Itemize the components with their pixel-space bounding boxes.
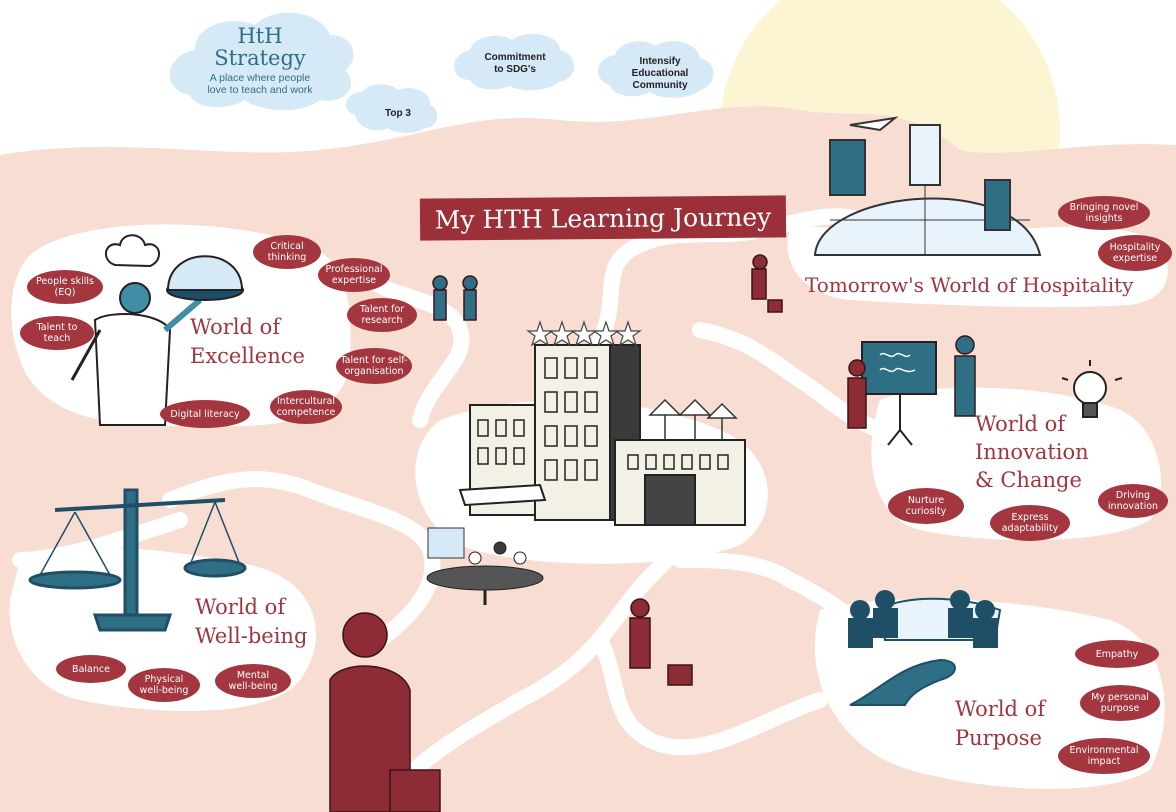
purpose-people xyxy=(848,590,998,648)
community-cloud xyxy=(598,41,714,98)
world-wellbeing-title: World of Well-being xyxy=(195,593,335,651)
strategy-title-line1: HtH xyxy=(237,24,283,48)
strategy-title-line2: Strategy xyxy=(214,46,306,70)
world-wellbeing-line1: World of xyxy=(195,595,286,619)
cloud-top3: Top 3 xyxy=(385,108,411,119)
cloud-sdg: Commitment to SDG's xyxy=(484,52,546,75)
world-innovation-line1: World of xyxy=(975,412,1066,436)
world-excellence-line1: World of xyxy=(190,315,281,339)
world-innovation-line2: Innovation xyxy=(975,440,1089,464)
strategy-cloud xyxy=(169,12,354,111)
central-building xyxy=(458,344,746,526)
top3-cloud xyxy=(346,84,438,133)
world-hospitality-title: Tomorrow's World of Hospitality xyxy=(805,273,1134,297)
journey-title: My HTH Learning Journey xyxy=(419,195,787,241)
strategy-subtitle: A place where people love to teach and w… xyxy=(180,72,340,96)
skill-critical-thinking: Critical thinking xyxy=(253,235,321,269)
world-purpose-line1: World of xyxy=(955,697,1046,721)
skill-talent-to-teach: Talent to teach xyxy=(20,316,94,350)
skill-talent-for-self-organisation: Talent for self- organisation xyxy=(336,348,412,384)
chef-figure xyxy=(70,234,244,426)
skill-mental-wellbeing: Mental well-being xyxy=(215,664,291,698)
skill-my-personal-purpose: My personal purpose xyxy=(1080,685,1160,721)
skill-digital-literacy: Digital literacy xyxy=(160,400,250,428)
walking-people xyxy=(329,254,976,812)
skill-empathy: Empathy xyxy=(1075,640,1159,668)
sdg-cloud xyxy=(454,33,575,91)
skill-balance: Balance xyxy=(56,655,126,683)
skill-physical-wellbeing: Physical well-being xyxy=(128,668,200,702)
strategy-subtitle-line1: A place where people xyxy=(209,72,311,84)
world-wellbeing-line2: Well-being xyxy=(195,624,308,648)
skill-environmental-impact: Environmental impact xyxy=(1058,738,1150,774)
world-innovation-title: World of Innovation & Change xyxy=(975,410,1125,494)
hospitality-globe xyxy=(813,116,1042,256)
star-rating xyxy=(526,320,642,347)
lightbulb-icon xyxy=(1061,360,1123,418)
balance-scale xyxy=(28,488,247,632)
world-excellence-line2: Excellence xyxy=(190,344,305,368)
meeting-table xyxy=(426,527,544,605)
clouds xyxy=(169,12,714,133)
world-excellence-title: World of Excellence xyxy=(190,313,330,371)
strategy-subtitle-line2: love to teach and work xyxy=(207,84,313,96)
skill-bringing-novel-insights: Bringing novel insights xyxy=(1058,196,1150,230)
world-innovation-line3: & Change xyxy=(975,468,1082,492)
roof-parasols xyxy=(648,398,738,440)
strategy-title: HtH Strategy xyxy=(195,25,325,69)
skill-hospitality-expertise: Hospitality expertise xyxy=(1098,235,1172,271)
skill-driving-innovation: Driving innovation xyxy=(1098,484,1168,518)
skill-nurture-curiosity: Nurture curiosity xyxy=(888,488,964,524)
world-purpose-title: World of Purpose xyxy=(955,695,1075,753)
cloud-community: Intensify Educational Community xyxy=(631,56,689,91)
world-purpose-line2: Purpose xyxy=(955,726,1042,750)
skill-intercultural-competence: Intercultural competence xyxy=(270,390,342,424)
skill-people-skills: People skills (EQ) xyxy=(27,270,103,304)
skill-talent-for-research: Talent for research xyxy=(347,298,417,332)
skill-express-adaptability: Express adaptability xyxy=(990,505,1070,541)
skill-professional-expertise: Professional expertise xyxy=(318,258,390,292)
